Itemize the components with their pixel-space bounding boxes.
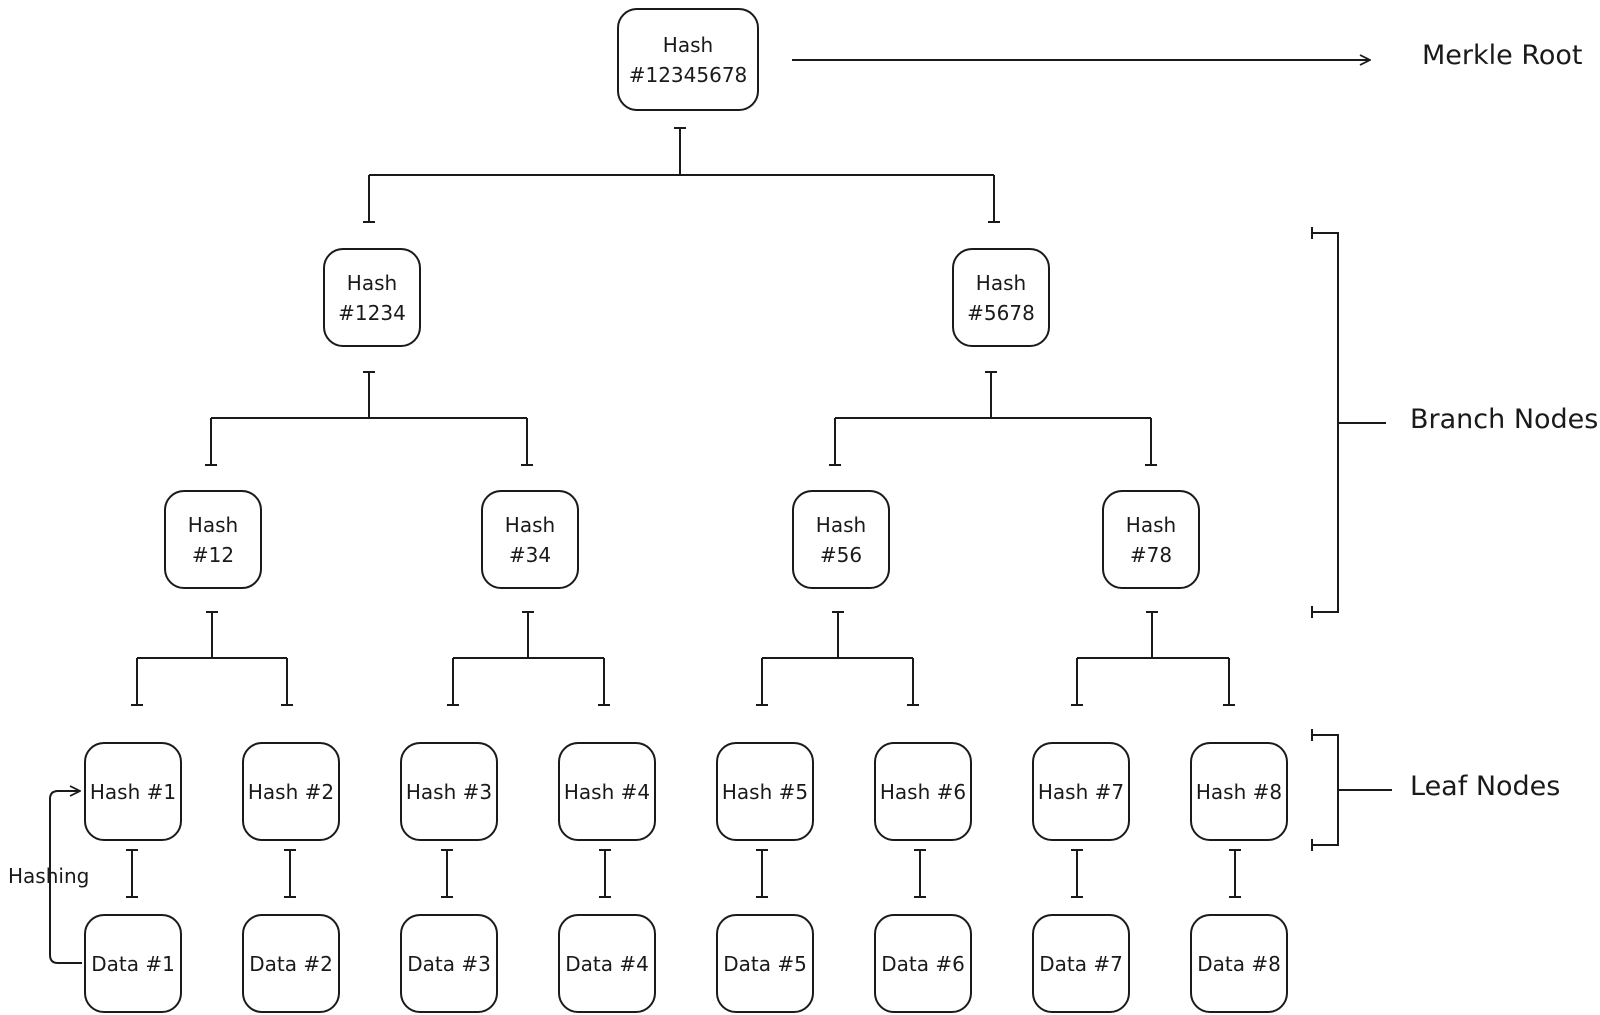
- node-label: Hash #3: [405, 779, 493, 804]
- branch-node-78: Hash #78: [1102, 490, 1200, 589]
- branch-node-12: Hash #12: [164, 490, 262, 589]
- leaf-hash-3: Hash #3: [400, 742, 498, 841]
- node-label: Hash #2: [247, 779, 335, 804]
- node-label: Data #7: [1039, 951, 1123, 976]
- leaf-hash-1: Hash #1: [84, 742, 182, 841]
- hashing-label: Hashing: [8, 864, 90, 888]
- data-block-5: Data #5: [716, 914, 814, 1013]
- hashing-arrow: [49, 791, 82, 964]
- node-label: Data #5: [723, 951, 807, 976]
- connector-root: [363, 127, 1000, 223]
- node-label: Hash #8: [1195, 779, 1283, 804]
- data-block-4: Data #4: [558, 914, 656, 1013]
- branch-node-56: Hash #56: [792, 490, 890, 589]
- leaf-hash-8: Hash #8: [1190, 742, 1288, 841]
- leaf-hash-7: Hash #7: [1032, 742, 1130, 841]
- data-block-8: Data #8: [1190, 914, 1288, 1013]
- data-block-6: Data #6: [874, 914, 972, 1013]
- merkle-root-node: Hash #12345678: [617, 8, 759, 111]
- node-line: Hash: [662, 32, 714, 57]
- node-label: Data #4: [565, 951, 649, 976]
- node-line: #1234: [338, 300, 406, 325]
- data-block-7: Data #7: [1032, 914, 1130, 1013]
- node-label: Data #6: [881, 951, 965, 976]
- node-label: Hash #1: [89, 779, 177, 804]
- connector-12: [131, 611, 293, 706]
- leaf-hash-4: Hash #4: [558, 742, 656, 841]
- node-line: #34: [508, 542, 552, 567]
- node-line: #12345678: [628, 62, 748, 87]
- node-label: Data #1: [91, 951, 175, 976]
- node-line: #12: [191, 542, 235, 567]
- branch-nodes-bracket: [1311, 227, 1386, 618]
- node-line: #78: [1129, 542, 1173, 567]
- connector-78: [1071, 611, 1235, 706]
- node-line: Hash: [1125, 512, 1177, 537]
- node-label: Data #3: [407, 951, 491, 976]
- leaf-hash-6: Hash #6: [874, 742, 972, 841]
- merkle-root-label: Merkle Root: [1422, 40, 1583, 71]
- data-block-1: Data #1: [84, 914, 182, 1013]
- node-line: Hash: [346, 270, 398, 295]
- node-line: #56: [819, 542, 863, 567]
- branch-node-1234: Hash #1234: [323, 248, 421, 347]
- leaf-nodes-bracket: [1311, 729, 1392, 851]
- leaf-hash-5: Hash #5: [716, 742, 814, 841]
- connector-data-leaf: [126, 849, 1241, 898]
- leaf-hash-2: Hash #2: [242, 742, 340, 841]
- branch-node-34: Hash #34: [481, 490, 579, 589]
- node-label: Hash #5: [721, 779, 809, 804]
- branch-nodes-label: Branch Nodes: [1410, 404, 1599, 435]
- connector-5678: [829, 371, 1157, 466]
- node-label: Hash #7: [1037, 779, 1125, 804]
- connector-56: [756, 611, 919, 706]
- connector-34: [447, 611, 610, 706]
- data-block-2: Data #2: [242, 914, 340, 1013]
- data-block-3: Data #3: [400, 914, 498, 1013]
- leaf-nodes-label: Leaf Nodes: [1410, 771, 1561, 802]
- node-label: Hash #6: [879, 779, 967, 804]
- connector-1234: [205, 371, 533, 466]
- branch-node-5678: Hash #5678: [952, 248, 1050, 347]
- node-label: Hash #4: [563, 779, 651, 804]
- node-label: Data #2: [249, 951, 333, 976]
- node-line: #5678: [967, 300, 1035, 325]
- node-label: Data #8: [1197, 951, 1281, 976]
- node-line: Hash: [975, 270, 1027, 295]
- node-line: Hash: [504, 512, 556, 537]
- node-line: Hash: [187, 512, 239, 537]
- node-line: Hash: [815, 512, 867, 537]
